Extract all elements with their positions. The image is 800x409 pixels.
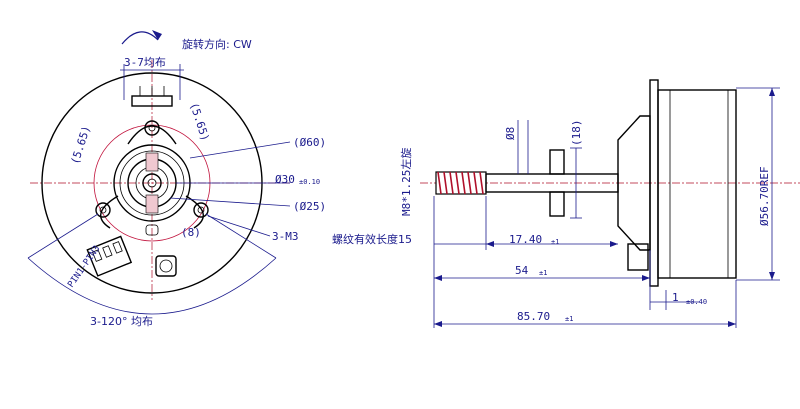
slot-bottom xyxy=(145,194,159,214)
holes-label: 3-120° 均布 xyxy=(90,315,153,328)
leader-25 xyxy=(169,197,291,207)
ear-left xyxy=(100,195,119,229)
dim-56-70: Ø56.70REF xyxy=(758,166,771,226)
dim-8: (8) xyxy=(181,226,201,239)
arrow-icon xyxy=(728,321,736,327)
arrow-icon xyxy=(486,241,494,247)
ear-left-hole xyxy=(99,206,107,214)
ear-right-hole-outer xyxy=(193,202,209,218)
dim-5-65-left: (5.65) xyxy=(68,124,93,166)
front-view: 旋转方向: CW 3-7均布 (5.65) (5.65) (Ø60) Ø30 ±… xyxy=(27,30,326,328)
arrow-icon xyxy=(642,275,650,281)
dim-1: 1 xyxy=(672,291,679,304)
rotation-arrowhead-icon xyxy=(152,30,162,40)
dim-5-65-right: (5.65) xyxy=(187,101,212,143)
arrow-icon xyxy=(434,321,442,327)
dim-54: 54 xyxy=(515,264,529,277)
thread-label: M8*1.25左旋 xyxy=(399,148,413,216)
dim-85-70-tol: ±1 xyxy=(565,315,573,323)
leader-60 xyxy=(189,141,291,159)
dim-54-tol: ±1 xyxy=(539,269,547,277)
ear-right-hole xyxy=(197,206,205,214)
rotation-arrow xyxy=(121,31,159,45)
slots-label: 3-7均布 xyxy=(124,56,166,69)
ear-top-hole-outer xyxy=(144,120,160,136)
leader-m3 xyxy=(207,215,271,237)
arrow-icon xyxy=(610,241,618,247)
dim-17-40: 17.40 xyxy=(509,233,542,246)
side-view: Ø8 (18) M8*1.25左旋 螺纹有效长度15 17.40 ±1 54 ±… xyxy=(332,79,800,328)
connector-block xyxy=(627,243,649,271)
arrow-icon xyxy=(434,275,442,281)
dim-17-40-tol: ±1 xyxy=(551,238,559,246)
screw-label: 3-M3 xyxy=(272,230,299,243)
arrow-icon xyxy=(769,272,775,280)
ear-top-hole xyxy=(148,124,156,132)
thread-length-label: 螺纹有效长度15 xyxy=(332,232,412,246)
arrow-icon xyxy=(769,88,775,96)
bottom-notch xyxy=(145,224,159,236)
slot-top xyxy=(145,152,159,172)
pin-label: PIN1-PIN3 xyxy=(66,244,102,290)
feature-circle xyxy=(159,259,173,273)
feature-square xyxy=(155,255,177,277)
pin-bottom xyxy=(549,191,565,217)
dim-60: (Ø60) xyxy=(293,136,326,149)
ear-top xyxy=(127,125,177,145)
thread-body xyxy=(435,171,487,195)
dim-85-70: 85.70 xyxy=(517,310,550,323)
dim-25: (Ø25) xyxy=(293,200,326,213)
holes-arc-dim xyxy=(27,257,277,315)
pin-connector xyxy=(86,235,133,277)
pin-top xyxy=(549,149,565,175)
dim-30-tol: ±0.10 xyxy=(299,178,320,186)
dim-1-tol: ±0.40 xyxy=(686,298,707,306)
shaft-core xyxy=(147,178,157,188)
dim-30: Ø30 xyxy=(275,173,295,186)
rotation-label: 旋转方向: CW xyxy=(182,37,252,51)
thread-teeth xyxy=(437,171,484,195)
dim-18: (18) xyxy=(570,120,583,147)
dim-8-shaft: Ø8 xyxy=(504,127,517,140)
motor-body xyxy=(657,89,737,279)
ear-left-hole-outer xyxy=(95,202,111,218)
shaft-circle xyxy=(142,173,162,193)
